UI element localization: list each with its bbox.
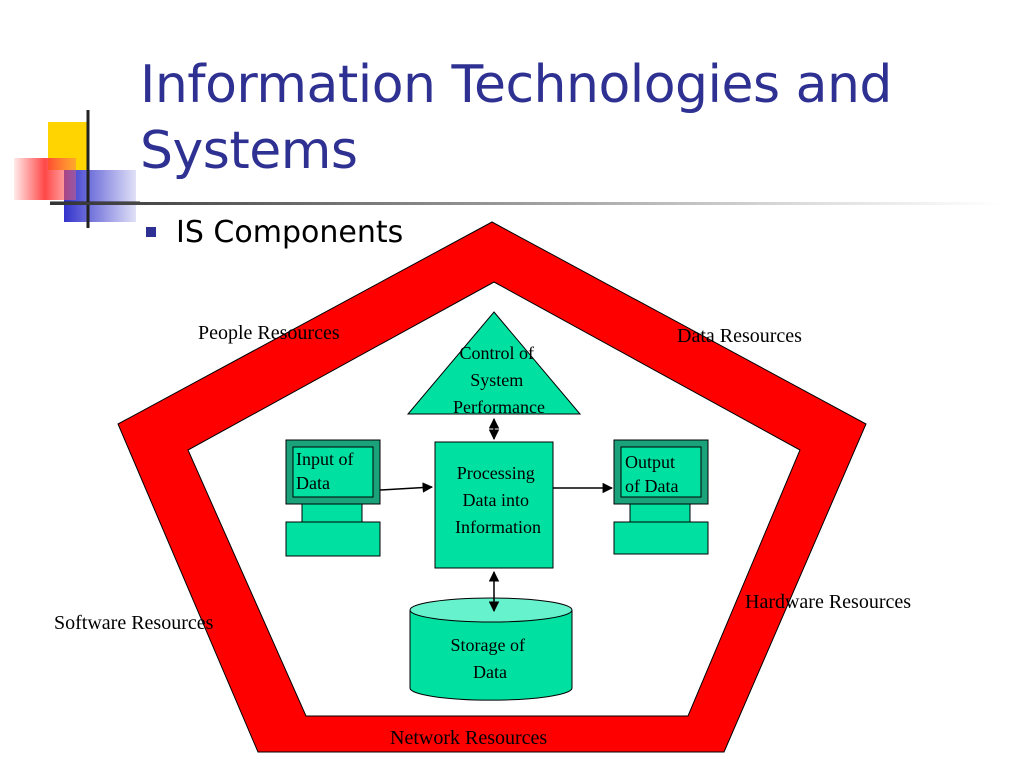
input-label-line: Input of xyxy=(296,449,354,469)
hardware-resources-label: Hardware Resources xyxy=(745,591,911,613)
data-resources-label: Data Resources xyxy=(677,325,802,347)
output-monitor-screen xyxy=(620,446,702,498)
logo-red-square xyxy=(14,158,76,200)
storage-label: Storage of Data xyxy=(451,635,530,682)
people-resources-label: People Resources xyxy=(198,322,340,344)
input-label: Input of Data xyxy=(296,449,358,493)
input-monitor-screen xyxy=(292,446,374,498)
control-label-line: Control of xyxy=(460,343,535,363)
page-title: Information Technologies and Systems xyxy=(140,55,892,181)
output-label-line: of Data xyxy=(625,476,678,496)
processing-label-line: Processing xyxy=(457,463,535,483)
bullet-item: IS Components xyxy=(146,212,403,252)
control-label: Control of System Performance xyxy=(453,343,545,417)
storage-label-line: Storage of xyxy=(451,635,525,655)
input-label-line: Data xyxy=(296,473,330,493)
processing-label-line: Information xyxy=(455,517,541,537)
control-label-line: Performance xyxy=(453,397,545,417)
output-computer xyxy=(613,439,709,555)
input-keyboard xyxy=(285,521,381,557)
control-triangle xyxy=(406,311,582,415)
output-monitor-stand xyxy=(629,503,691,523)
output-label: Output of Data xyxy=(625,452,680,496)
input-computer xyxy=(285,439,381,557)
bullet-square-icon xyxy=(146,227,156,237)
storage-label-line: Data xyxy=(473,662,507,682)
output-keyboard xyxy=(613,521,709,555)
processing-box xyxy=(434,441,554,569)
arrow-input-processing xyxy=(379,482,434,493)
processing-label-line: Data into xyxy=(463,490,529,510)
pentagon-ring xyxy=(117,221,867,753)
network-resources-label: Network Resources xyxy=(390,727,547,749)
storage-top xyxy=(409,597,573,623)
input-monitor-stand xyxy=(301,503,363,523)
software-resources-label: Software Resources xyxy=(54,612,214,634)
bullet-text: IS Components xyxy=(176,214,404,250)
output-label-line: Output xyxy=(625,452,675,472)
control-label-line: System xyxy=(470,370,523,390)
title-divider xyxy=(50,202,1000,205)
processing-label: Processing Data into Information xyxy=(455,463,541,537)
storage-body xyxy=(409,610,573,701)
